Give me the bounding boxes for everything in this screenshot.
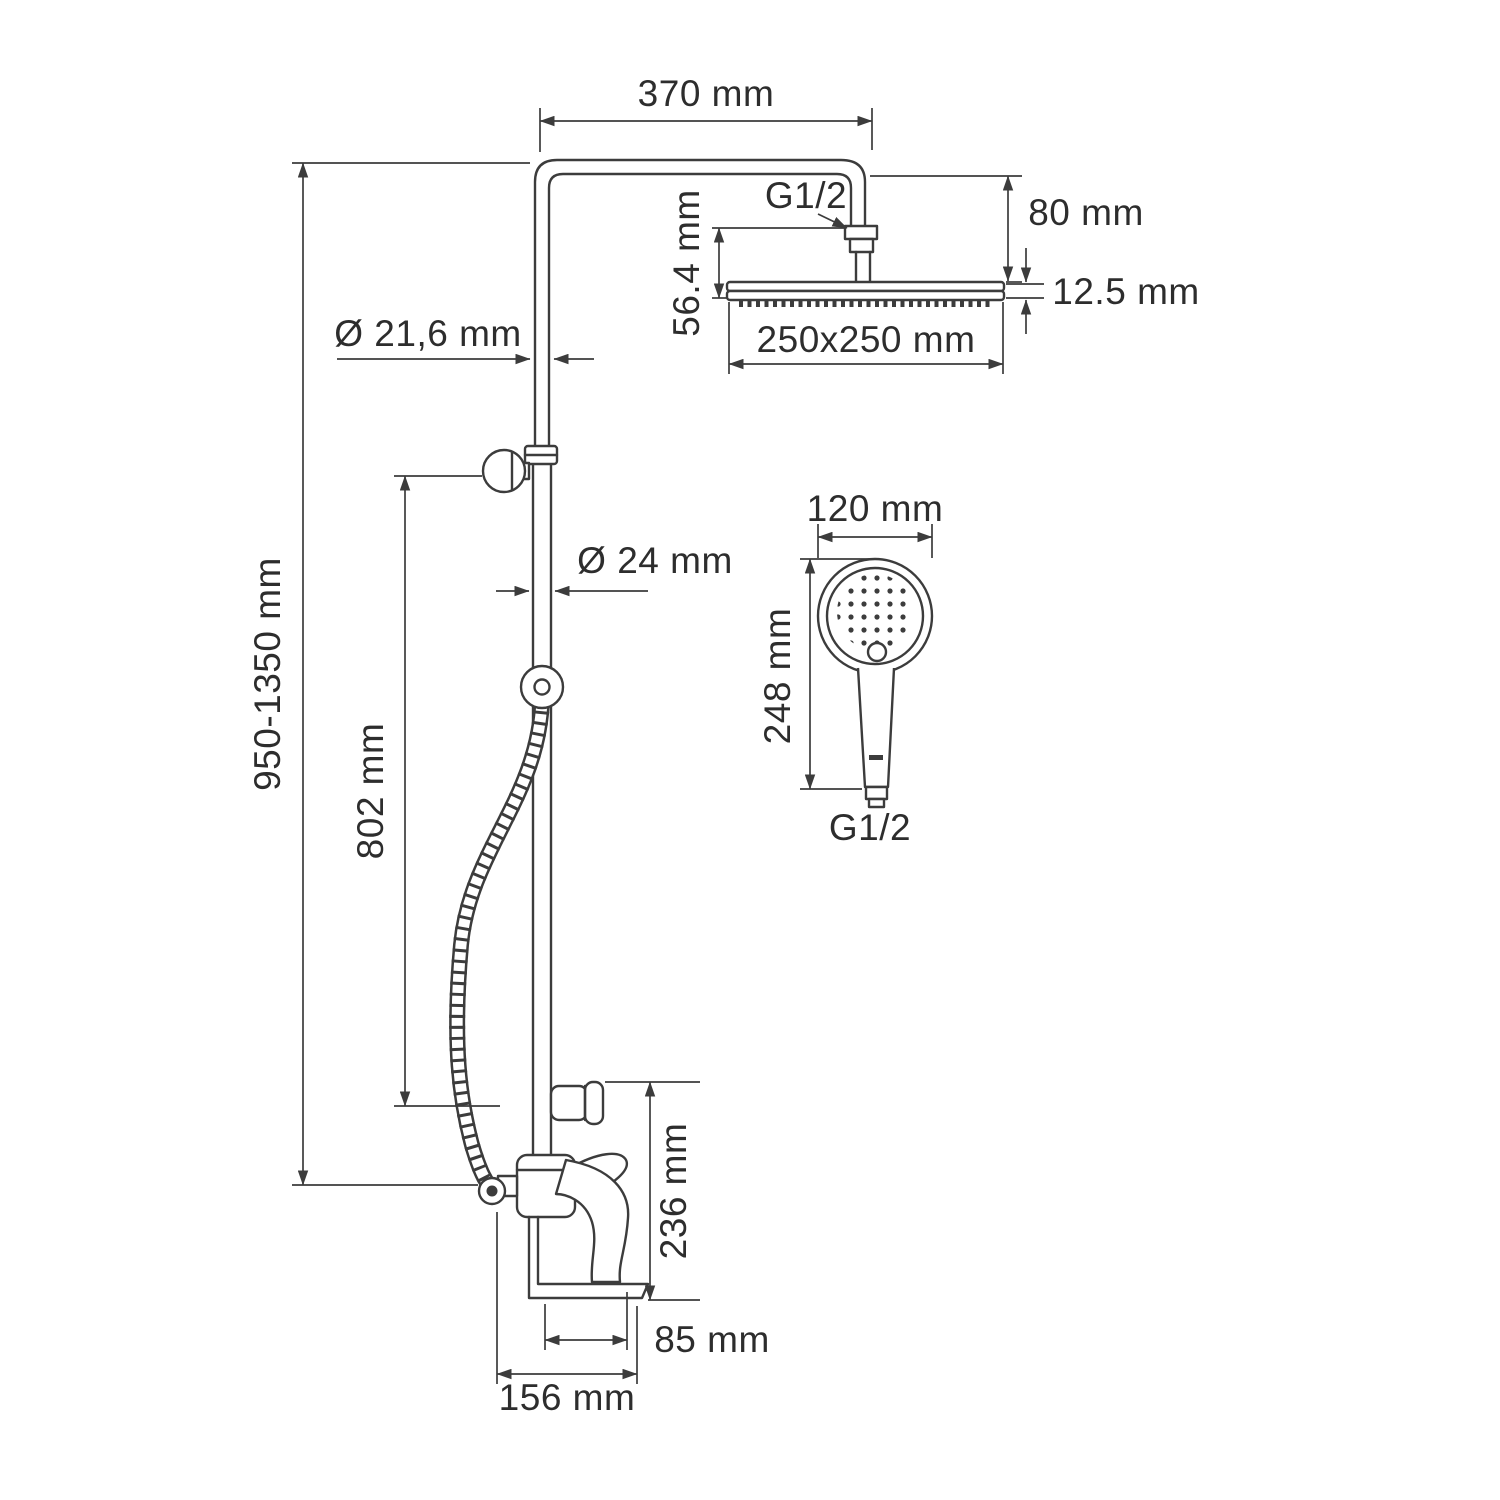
hand-shower-spray-face — [837, 574, 913, 650]
dim-head-offset-label: 80 mm — [1028, 192, 1144, 233]
drawing-linework — [449, 158, 1006, 1300]
dim-base-width-label: 156 mm — [499, 1377, 636, 1418]
arm-connector-nut — [843, 224, 879, 241]
arm-outline-inner — [547, 172, 853, 448]
dim-column-height: 950-1350 mm — [247, 162, 530, 1186]
dim-upper-pipe-diameter: Ø 21,6 mm — [334, 313, 594, 365]
dim-upper-pipe-label: Ø 21,6 mm — [334, 313, 522, 354]
shower-arm-and-riser — [533, 158, 879, 448]
head-front-face — [725, 289, 1006, 302]
dim-slide-bar-label: 802 mm — [350, 723, 391, 860]
leader-line — [817, 213, 848, 229]
dim-hand-shower-length: 248 mm — [757, 558, 872, 790]
dim-hand-shower-length-label: 248 mm — [757, 608, 798, 745]
arm-connector-collar — [848, 237, 875, 254]
dim-arm-thread-label: G1/2 — [765, 175, 847, 216]
riser-lower-pipe — [531, 462, 553, 1157]
handle-thread-stub — [867, 797, 886, 809]
dim-arm-thread: G1/2 — [765, 175, 848, 229]
bath-spout — [554, 1158, 630, 1284]
rain-shower-head — [725, 280, 1006, 307]
dim-head-size: 250x250 mm — [728, 302, 1004, 374]
dim-hand-shower-thread-label: G1/2 — [829, 807, 911, 848]
handle-connector — [864, 785, 889, 801]
dim-arm-length-label: 370 mm — [638, 73, 775, 114]
dim-head-offset: 80 mm — [870, 175, 1144, 283]
dim-hand-shower-diameter-label: 120 mm — [807, 488, 944, 529]
mixer-assembly — [477, 1080, 650, 1300]
riser-knob-disc — [519, 664, 565, 710]
arm-outline-outer — [533, 158, 867, 448]
dim-head-size-label: 250x250 mm — [757, 319, 976, 360]
dim-spout-height-label: 236 mm — [653, 1123, 694, 1260]
diverter-knob — [583, 1080, 605, 1126]
hose-nut-center — [486, 1185, 498, 1197]
handle-logo-mark — [869, 755, 883, 760]
dim-hand-shower-thread: G1/2 — [829, 807, 911, 848]
bracket-knob — [481, 448, 527, 494]
dim-column-height-label: 950-1350 mm — [247, 557, 288, 791]
dim-head-thickness-label: 12.5 mm — [1052, 271, 1199, 312]
hand-shower-mode-button — [866, 641, 888, 663]
riser-knob-center — [533, 678, 551, 696]
wall-bracket — [481, 444, 559, 494]
dim-lower-pipe-label: Ø 24 mm — [577, 540, 733, 581]
hand-shower — [816, 557, 934, 809]
diverter-body — [549, 1084, 589, 1122]
dim-head-drop-label: 56.4 mm — [666, 189, 707, 336]
dim-arm-length: 370 mm — [539, 73, 873, 152]
hand-shower-handle — [856, 667, 896, 789]
dim-hand-shower-diameter: 120 mm — [807, 488, 944, 558]
shower-hose — [449, 699, 550, 1195]
dim-spout-reach: 85 mm — [544, 1292, 770, 1360]
dim-head-drop: 56.4 mm — [666, 189, 845, 337]
dim-lower-pipe-diameter: Ø 24 mm — [496, 540, 733, 597]
dim-spout-reach-label: 85 mm — [654, 1319, 770, 1360]
dim-head-thickness: 12.5 mm — [1006, 248, 1199, 334]
head-top-face — [725, 280, 1006, 293]
riser-knob — [519, 664, 565, 710]
mounting-bracket — [527, 1215, 650, 1300]
hose-coil-bands — [449, 699, 550, 1195]
dimension-annotations: 370 mm G1/2 80 mm 12.5 mm 56.4 mm — [247, 73, 1199, 1418]
dim-slide-bar-height: 802 mm — [350, 475, 500, 1107]
dim-base-width: 156 mm — [496, 1212, 638, 1418]
dim-spout-height: 236 mm — [605, 1081, 700, 1301]
hand-shower-head-ring — [825, 566, 925, 666]
